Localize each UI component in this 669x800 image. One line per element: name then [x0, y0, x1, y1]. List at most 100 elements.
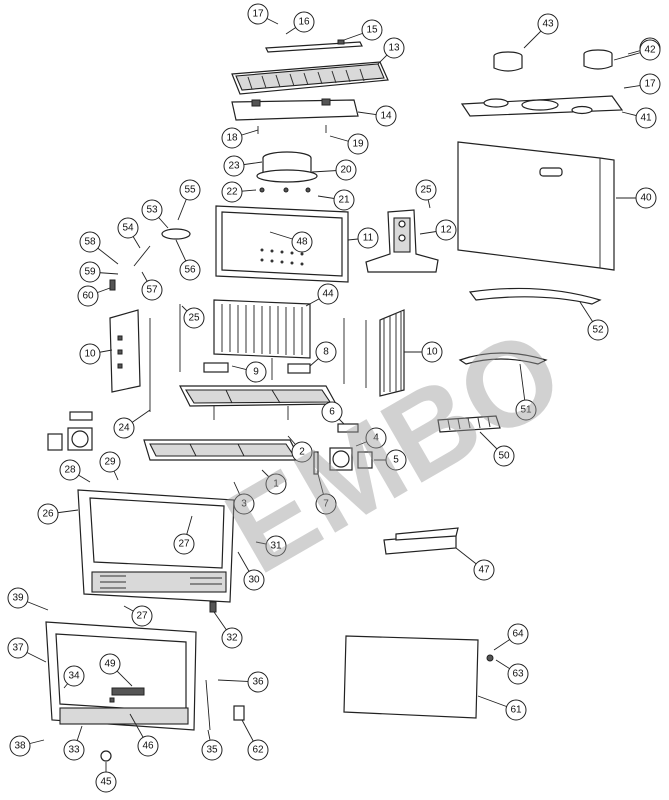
callout-circle: [639, 39, 661, 61]
callout-number: 13: [388, 43, 400, 54]
callout-33: 33: [63, 725, 85, 761]
top-cover-part: [460, 95, 624, 117]
flue-collar-part: [256, 151, 318, 193]
callout-number: 34: [68, 671, 80, 682]
callout-number: 63: [512, 669, 524, 680]
callout-circle: [315, 493, 337, 515]
callout-circle: [247, 671, 269, 693]
callout-circle: [357, 227, 379, 249]
callout-number: 20: [340, 165, 352, 176]
callout-circle: [221, 181, 243, 203]
callout-circle: [291, 441, 313, 463]
callout-26: 26: [37, 503, 79, 525]
callout-circle: [347, 133, 369, 155]
callout-number: 15: [366, 25, 378, 36]
ember-grate-50: [437, 415, 501, 433]
callout-circle: [223, 155, 245, 177]
callout-42: 42: [613, 39, 661, 61]
rod-54-part: [133, 245, 151, 267]
callout-46: 46: [129, 713, 159, 757]
callout-7: 7: [315, 473, 337, 515]
callout-25: 25: [415, 179, 437, 209]
callout-18: 18: [221, 127, 259, 149]
collar-43-part: [493, 51, 523, 72]
callout-number: 6: [329, 407, 335, 418]
callout-number: 10: [426, 347, 438, 358]
callout-10: 10: [79, 343, 113, 365]
callout-number: 64: [512, 629, 524, 640]
callout-number: 31: [270, 541, 282, 552]
callout-40: 40: [616, 187, 657, 209]
callout-31: 31: [255, 535, 287, 557]
callout-circle: [247, 739, 269, 761]
curved-deflector-52: [468, 287, 602, 305]
back-panel-part: [215, 205, 349, 283]
rod-35-part: [205, 679, 211, 731]
callout-17: 17: [623, 73, 661, 95]
callout-21: 21: [317, 189, 355, 211]
callout-circle: [113, 417, 135, 439]
callout-number: 37: [12, 643, 24, 654]
callout-number: 48: [296, 237, 308, 248]
callout-25: 25: [181, 305, 205, 329]
callout-circle: [117, 217, 139, 239]
callout-number: 51: [520, 405, 532, 416]
callout-circle: [7, 637, 29, 659]
callout-number: 24: [118, 423, 130, 434]
callout-number: 7: [323, 499, 329, 510]
callout-circle: [415, 179, 437, 201]
callout-43: 43: [523, 13, 559, 49]
callout-circle: [79, 343, 101, 365]
callout-17: 17: [247, 3, 279, 25]
callout-55: 55: [177, 179, 201, 221]
callout-circle: [63, 665, 85, 687]
collar-42-part: [583, 49, 613, 70]
callout-circle: [321, 401, 343, 423]
callout-circle: [79, 231, 101, 253]
clip-62-part: [233, 705, 245, 721]
callout-34: 34: [63, 665, 85, 689]
callout-56: 56: [175, 239, 201, 281]
heating-element-part: [213, 299, 311, 359]
callout-39: 39: [7, 587, 49, 611]
callout-27: 27: [123, 605, 153, 627]
callout-5: 5: [374, 449, 407, 471]
callout-19: 19: [329, 133, 369, 155]
callout-circle: [587, 319, 609, 341]
callout-circle: [493, 445, 515, 467]
callout-circle: [507, 623, 529, 645]
front-panel-part: [45, 621, 197, 731]
callout-circle: [365, 427, 387, 449]
callout-12: 12: [419, 219, 457, 241]
callout-number: 46: [142, 741, 154, 752]
clip-59-part: [109, 279, 116, 291]
callout-15: 15: [343, 19, 383, 41]
callout-number: 27: [136, 611, 148, 622]
rear-housing-part: [457, 141, 615, 271]
callout-circle: [265, 473, 287, 495]
callout-circle: [515, 399, 537, 421]
callout-circle: [37, 503, 59, 525]
knob-45-part: [100, 750, 112, 762]
callout-3: 3: [233, 481, 255, 515]
callout-circle: [317, 283, 339, 305]
callout-circle: [473, 559, 495, 581]
callout-circle: [79, 261, 101, 283]
callout-circle: [137, 735, 159, 757]
callout-2: 2: [287, 435, 313, 463]
right-side-panel-part: [379, 309, 405, 397]
callout-45: 45: [95, 762, 117, 793]
callout-number: 16: [298, 17, 310, 28]
callout-47: 47: [455, 547, 495, 581]
callout-14: 14: [357, 105, 397, 127]
callout-11: 11: [347, 227, 379, 249]
callout-27: 27: [173, 515, 195, 555]
callout-number: 56: [184, 265, 196, 276]
callout-24: 24: [113, 409, 151, 439]
callout-number: 55: [184, 185, 196, 196]
callout-number: 43: [542, 19, 554, 30]
callout-circle: [201, 739, 223, 761]
callout-circle: [291, 231, 313, 253]
callout-number: 49: [104, 659, 116, 670]
callout-circle: [507, 663, 529, 685]
